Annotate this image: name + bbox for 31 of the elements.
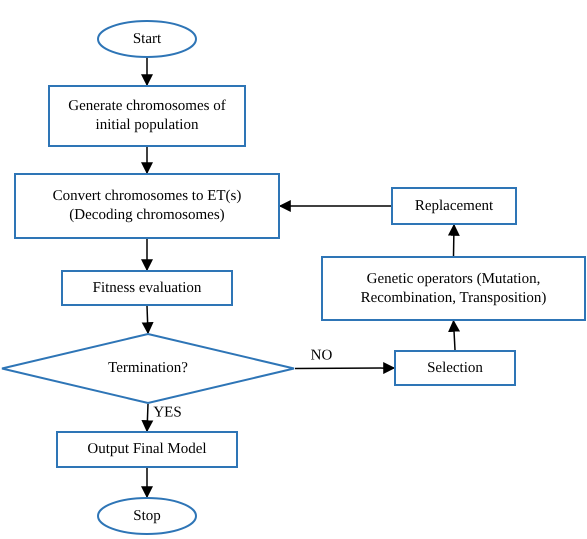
decision-diamond bbox=[1, 333, 295, 404]
node-text: Replacement bbox=[414, 196, 494, 216]
arrow bbox=[448, 320, 460, 350]
node-text: Fitness evaluation bbox=[92, 278, 202, 298]
node-text: Genetic operators (Mutation, Recombination, Transposition) bbox=[360, 270, 548, 308]
node-text: Convert chromosomes to ET(s) (Decoding chromosomes) bbox=[52, 187, 242, 225]
process-box bbox=[394, 350, 516, 386]
arrow bbox=[142, 306, 154, 334]
process-box bbox=[391, 187, 517, 225]
arrow bbox=[141, 239, 153, 272]
process-box bbox=[61, 270, 233, 306]
process-box bbox=[48, 85, 246, 147]
arrow bbox=[141, 147, 153, 174]
node-text: Selection bbox=[426, 358, 484, 378]
arrow bbox=[278, 200, 391, 212]
process-box bbox=[56, 431, 238, 468]
process-box bbox=[321, 256, 586, 321]
node-text: Termination? bbox=[107, 359, 189, 378]
arrow bbox=[141, 468, 153, 498]
node-text: Output Final Model bbox=[86, 440, 208, 459]
arrow bbox=[295, 362, 396, 374]
arrow bbox=[141, 404, 154, 432]
start-terminal bbox=[97, 20, 197, 58]
edge-label: YES bbox=[151, 405, 184, 420]
arrow bbox=[448, 224, 460, 256]
node-text: Generate chromosomes of initial population bbox=[67, 97, 227, 135]
arrow bbox=[141, 58, 153, 86]
process-box bbox=[14, 173, 280, 239]
node-text: Stop bbox=[132, 506, 162, 526]
node-text: Start bbox=[132, 30, 162, 48]
end-terminal bbox=[97, 497, 197, 535]
